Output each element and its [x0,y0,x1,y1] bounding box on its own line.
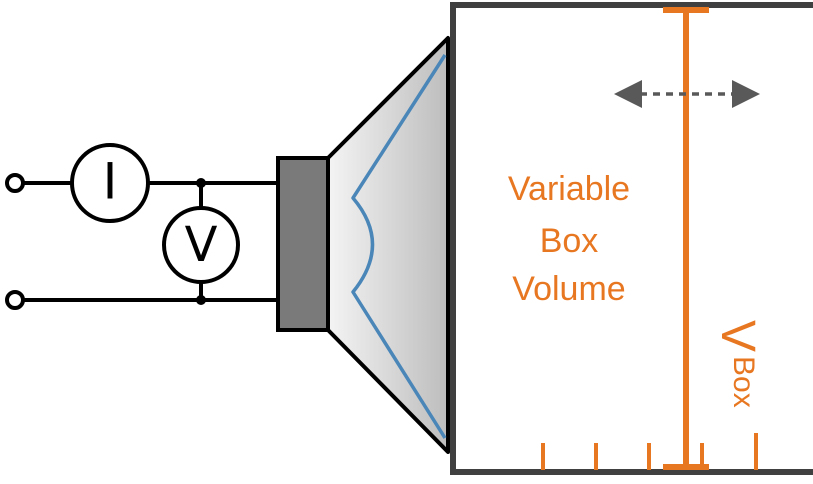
vbox-main: V [711,320,764,352]
movable-wall [663,7,709,470]
vbox-subscript: Box [727,356,760,408]
volume-scale-ticks [541,433,758,470]
loudspeaker-icon [276,36,450,454]
ammeter-icon: I [70,143,150,223]
box-volume-label: Variable Box Volume [508,170,630,308]
voltmeter-icon: V [162,206,240,284]
speaker-diaphragm [351,54,447,439]
ammeter-label: I [103,153,118,211]
box-label-line-2: Box [540,222,599,260]
voltmeter-label: V [185,217,218,273]
box-label-line-3: Volume [512,270,625,308]
speaker-magnet [276,156,330,332]
box-label-line-1: Variable [508,170,630,208]
double-arrow-icon [614,80,760,108]
junction-dot [196,295,206,305]
vbox-label: V Box [711,320,764,408]
junction-dot [196,178,206,188]
box-enclosure [450,2,813,475]
terminal-bottom-icon [5,290,25,310]
speaker-cone [326,36,450,454]
terminal-top-icon [5,173,25,193]
